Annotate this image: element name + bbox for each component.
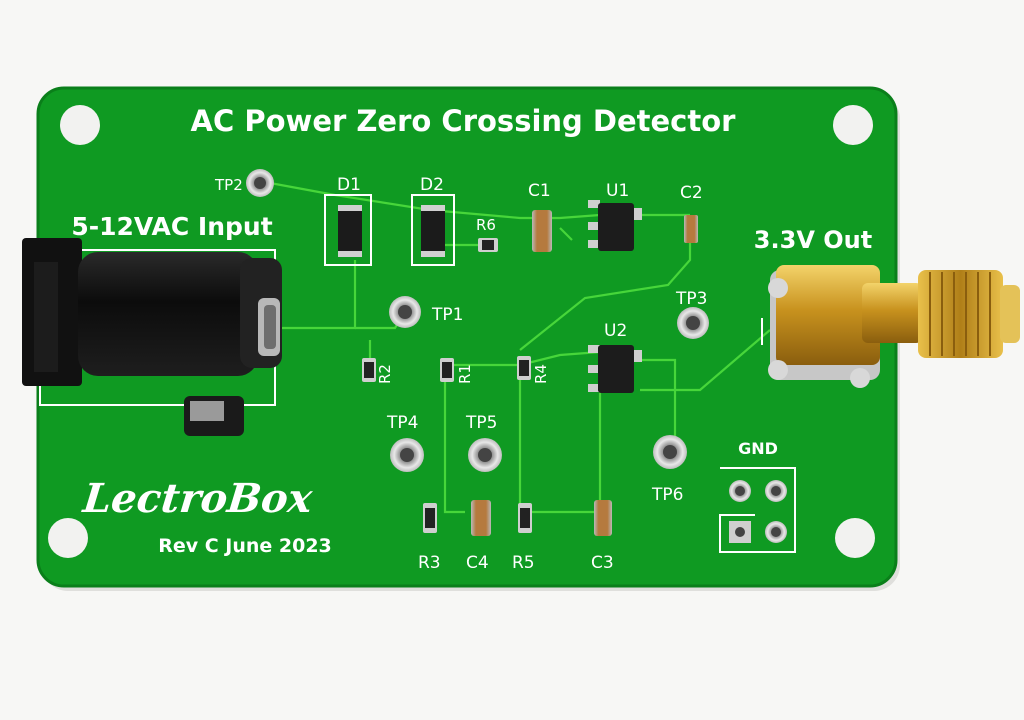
input-label: 5-12VAC Input [71, 212, 272, 241]
label-c2: C2 [680, 183, 703, 203]
label-gnd: GND [738, 439, 778, 458]
label-tp2: TP2 [214, 176, 243, 194]
label-r1: R1 [456, 364, 474, 384]
capacitors [471, 210, 698, 536]
label-tp5: TP5 [465, 413, 497, 433]
label-d2: D2 [420, 175, 444, 195]
label-c3: C3 [591, 553, 614, 573]
label-c4: C4 [466, 553, 489, 573]
sma-connector [768, 265, 1020, 388]
board-title: AC Power Zero Crossing Detector [191, 104, 737, 138]
silkscreen-labels: TP2 TP1 TP3 TP4 TP5 TP6 D1 D2 U1 U2 C1 C… [214, 175, 778, 573]
label-r2: R2 [376, 364, 394, 384]
output-label: 3.3V Out [754, 226, 872, 254]
label-tp4: TP4 [386, 413, 418, 433]
label-r4: R4 [532, 364, 550, 384]
brand-logo: LectroBox [80, 475, 315, 522]
board-revision: Rev C June 2023 [158, 535, 332, 557]
copper-traces [269, 181, 771, 514]
dc-barrel-jack [22, 238, 282, 436]
resistors [362, 238, 532, 533]
label-tp3: TP3 [675, 289, 707, 309]
mounting-holes [48, 105, 875, 558]
label-tp6: TP6 [651, 485, 683, 505]
label-u1: U1 [606, 181, 629, 201]
label-u2: U2 [604, 321, 627, 341]
label-d1: D1 [337, 175, 361, 195]
label-tp1: TP1 [431, 305, 463, 325]
label-r5: R5 [512, 553, 535, 573]
ic-chips [588, 200, 642, 393]
label-r6: R6 [476, 216, 496, 234]
label-c1: C1 [528, 181, 551, 201]
gnd-header [729, 480, 787, 543]
test-points [246, 169, 709, 472]
label-r3: R3 [418, 553, 441, 573]
diodes [338, 205, 445, 257]
